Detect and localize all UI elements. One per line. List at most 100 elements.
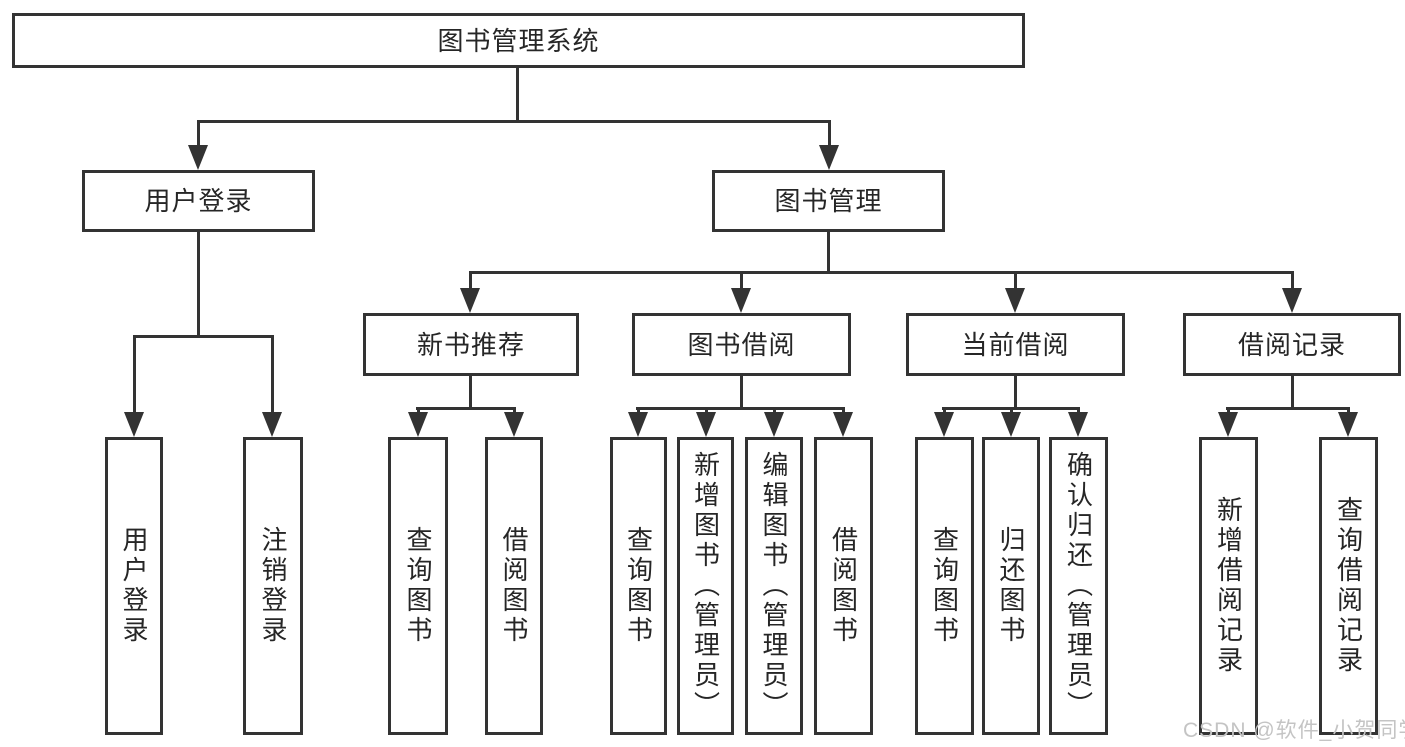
arrow-head-icon [833,412,853,437]
down-arrow [819,120,839,170]
arrow-head-icon [504,412,524,437]
leaf-borrow-query-books: 查询图书 [610,437,667,735]
down-arrow [628,407,648,437]
leaf-rec-query-books: 查询图书 [388,437,448,735]
node-book-borrow-label: 图书借阅 [687,329,796,360]
arrow-head-icon [262,412,282,437]
leaf-borrow-books: 借阅图书 [814,437,873,735]
leaf-add-book-admin-label: 新增图书（管理员） [690,451,721,721]
node-user-login-label: 用户登录 [144,186,253,216]
arrow-head-icon [1068,412,1088,437]
down-arrow [124,335,144,437]
arrow-head-icon [731,288,751,313]
leaf-query-borrow-record: 查询借阅记录 [1319,437,1378,735]
arrow-head-icon [188,145,208,170]
arrow-head-icon [696,412,716,437]
arrow-stem [841,407,845,412]
leaf-current-query-books: 查询图书 [915,437,974,735]
arrow-head-icon [934,412,954,437]
arrow-stem [1076,407,1080,412]
arrow-stem [827,120,831,145]
down-arrow [504,407,524,437]
arrow-stem [468,271,472,288]
connector-vline-root [516,68,519,122]
down-arrow [460,271,480,313]
arrow-head-icon [1218,412,1238,437]
connector-vline-borrow [740,376,743,410]
node-root-label: 图书管理系统 [437,25,600,56]
down-arrow [934,407,954,437]
node-current-borrow-label: 当前借阅 [961,329,1070,360]
leaf-logout-label: 注销登录 [258,526,288,646]
leaf-query-borrow-record-label: 查询借阅记录 [1333,496,1364,676]
leaf-logout: 注销登录 [243,437,303,735]
leaf-borrow-query-books-label: 查询图书 [623,526,654,646]
arrow-stem [1013,271,1017,288]
node-book-borrow: 图书借阅 [632,313,851,376]
leaf-return-book-label: 归还图书 [996,526,1026,646]
arrow-stem [942,407,946,412]
leaf-confirm-return-admin-label: 确认归还（管理员） [1063,451,1094,721]
watermark: CSDN @软件_小贺同学 [1183,719,1405,742]
down-arrow [833,407,853,437]
arrow-stem [416,407,420,412]
node-borrow-record-label: 借阅记录 [1237,329,1346,360]
arrow-stem [704,407,708,412]
arrow-stem [739,271,743,288]
down-arrow [1068,407,1088,437]
arrow-head-icon [460,288,480,313]
leaf-add-borrow-record: 新增借阅记录 [1199,437,1258,735]
node-book-mgmt: 图书管理 [712,170,945,232]
down-arrow [1338,407,1358,437]
down-arrow [764,407,784,437]
leaf-rec-borrow-books-label: 借阅图书 [499,526,529,646]
arrow-head-icon [1001,412,1021,437]
node-new-book-rec: 新书推荐 [363,313,579,376]
arrow-stem [1346,407,1350,412]
down-arrow [408,407,428,437]
arrow-stem [512,407,516,412]
arrow-head-icon [124,412,144,437]
connector-hline-borrow [636,407,845,410]
down-arrow [1001,407,1021,437]
arrow-stem [1009,407,1013,412]
arrow-stem [1290,271,1294,288]
connector-hline-user [133,335,274,338]
node-user-login: 用户登录 [82,170,315,232]
arrow-head-icon [764,412,784,437]
down-arrow [1218,407,1238,437]
leaf-confirm-return-admin: 确认归还（管理员） [1049,437,1108,735]
node-borrow-record: 借阅记录 [1183,313,1401,376]
arrow-stem [132,335,136,412]
connector-hline-modules [469,271,1294,274]
down-arrow [696,407,716,437]
arrow-head-icon [1338,412,1358,437]
arrow-stem [270,335,274,412]
leaf-user-login-label: 用户登录 [119,526,149,646]
connector-vline-mgmt [827,232,830,274]
arrow-stem [772,407,776,412]
leaf-add-borrow-record-label: 新增借阅记录 [1213,496,1244,676]
connector-vline-new-book [469,376,472,410]
connector-hline-record [1226,407,1350,410]
connector-vline-record [1291,376,1294,410]
leaf-edit-book-admin-label: 编辑图书（管理员） [759,451,789,721]
node-root: 图书管理系统 [12,13,1025,68]
down-arrow [188,120,208,170]
leaf-return-book: 归还图书 [982,437,1040,735]
connector-vline-current [1014,376,1017,410]
leaf-rec-query-books-label: 查询图书 [403,526,433,646]
leaf-add-book-admin: 新增图书（管理员） [677,437,734,735]
connector-vline-user [197,232,200,338]
leaf-borrow-books-label: 借阅图书 [828,526,859,646]
arrow-head-icon [408,412,428,437]
leaf-current-query-books-label: 查询图书 [929,526,960,646]
arrow-stem [636,407,640,412]
arrow-head-icon [1282,288,1302,313]
arrow-head-icon [628,412,648,437]
arrow-head-icon [1005,288,1025,313]
down-arrow [1282,271,1302,313]
arrow-head-icon [819,145,839,170]
leaf-edit-book-admin: 编辑图书（管理员） [745,437,803,735]
